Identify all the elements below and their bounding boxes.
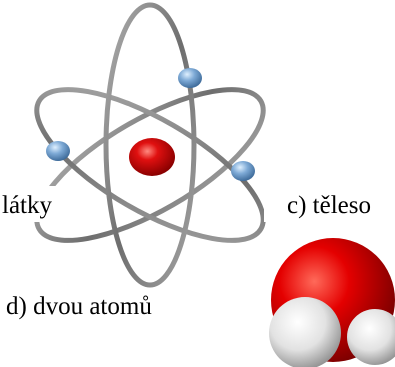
orbit-ring [103, 2, 197, 288]
answer-label-c: c) těleso [287, 192, 371, 219]
answer-label-a: látky [2, 192, 52, 219]
electron-icon [178, 68, 202, 88]
electron-icon [231, 161, 255, 181]
orbit-ring [34, 87, 266, 243]
hydrogen-atom-icon [269, 297, 341, 367]
hydrogen-atom-icon [347, 309, 395, 365]
electron-icon [46, 141, 70, 161]
label-backdrop [0, 186, 70, 222]
orbit-ring [34, 87, 266, 243]
water-molecule-icon [262, 232, 395, 367]
answer-label-d: d) dvou atomů [6, 293, 152, 320]
nucleus-icon [129, 138, 175, 176]
label-backdrop [264, 186, 395, 222]
atom-model-icon [34, 2, 266, 288]
